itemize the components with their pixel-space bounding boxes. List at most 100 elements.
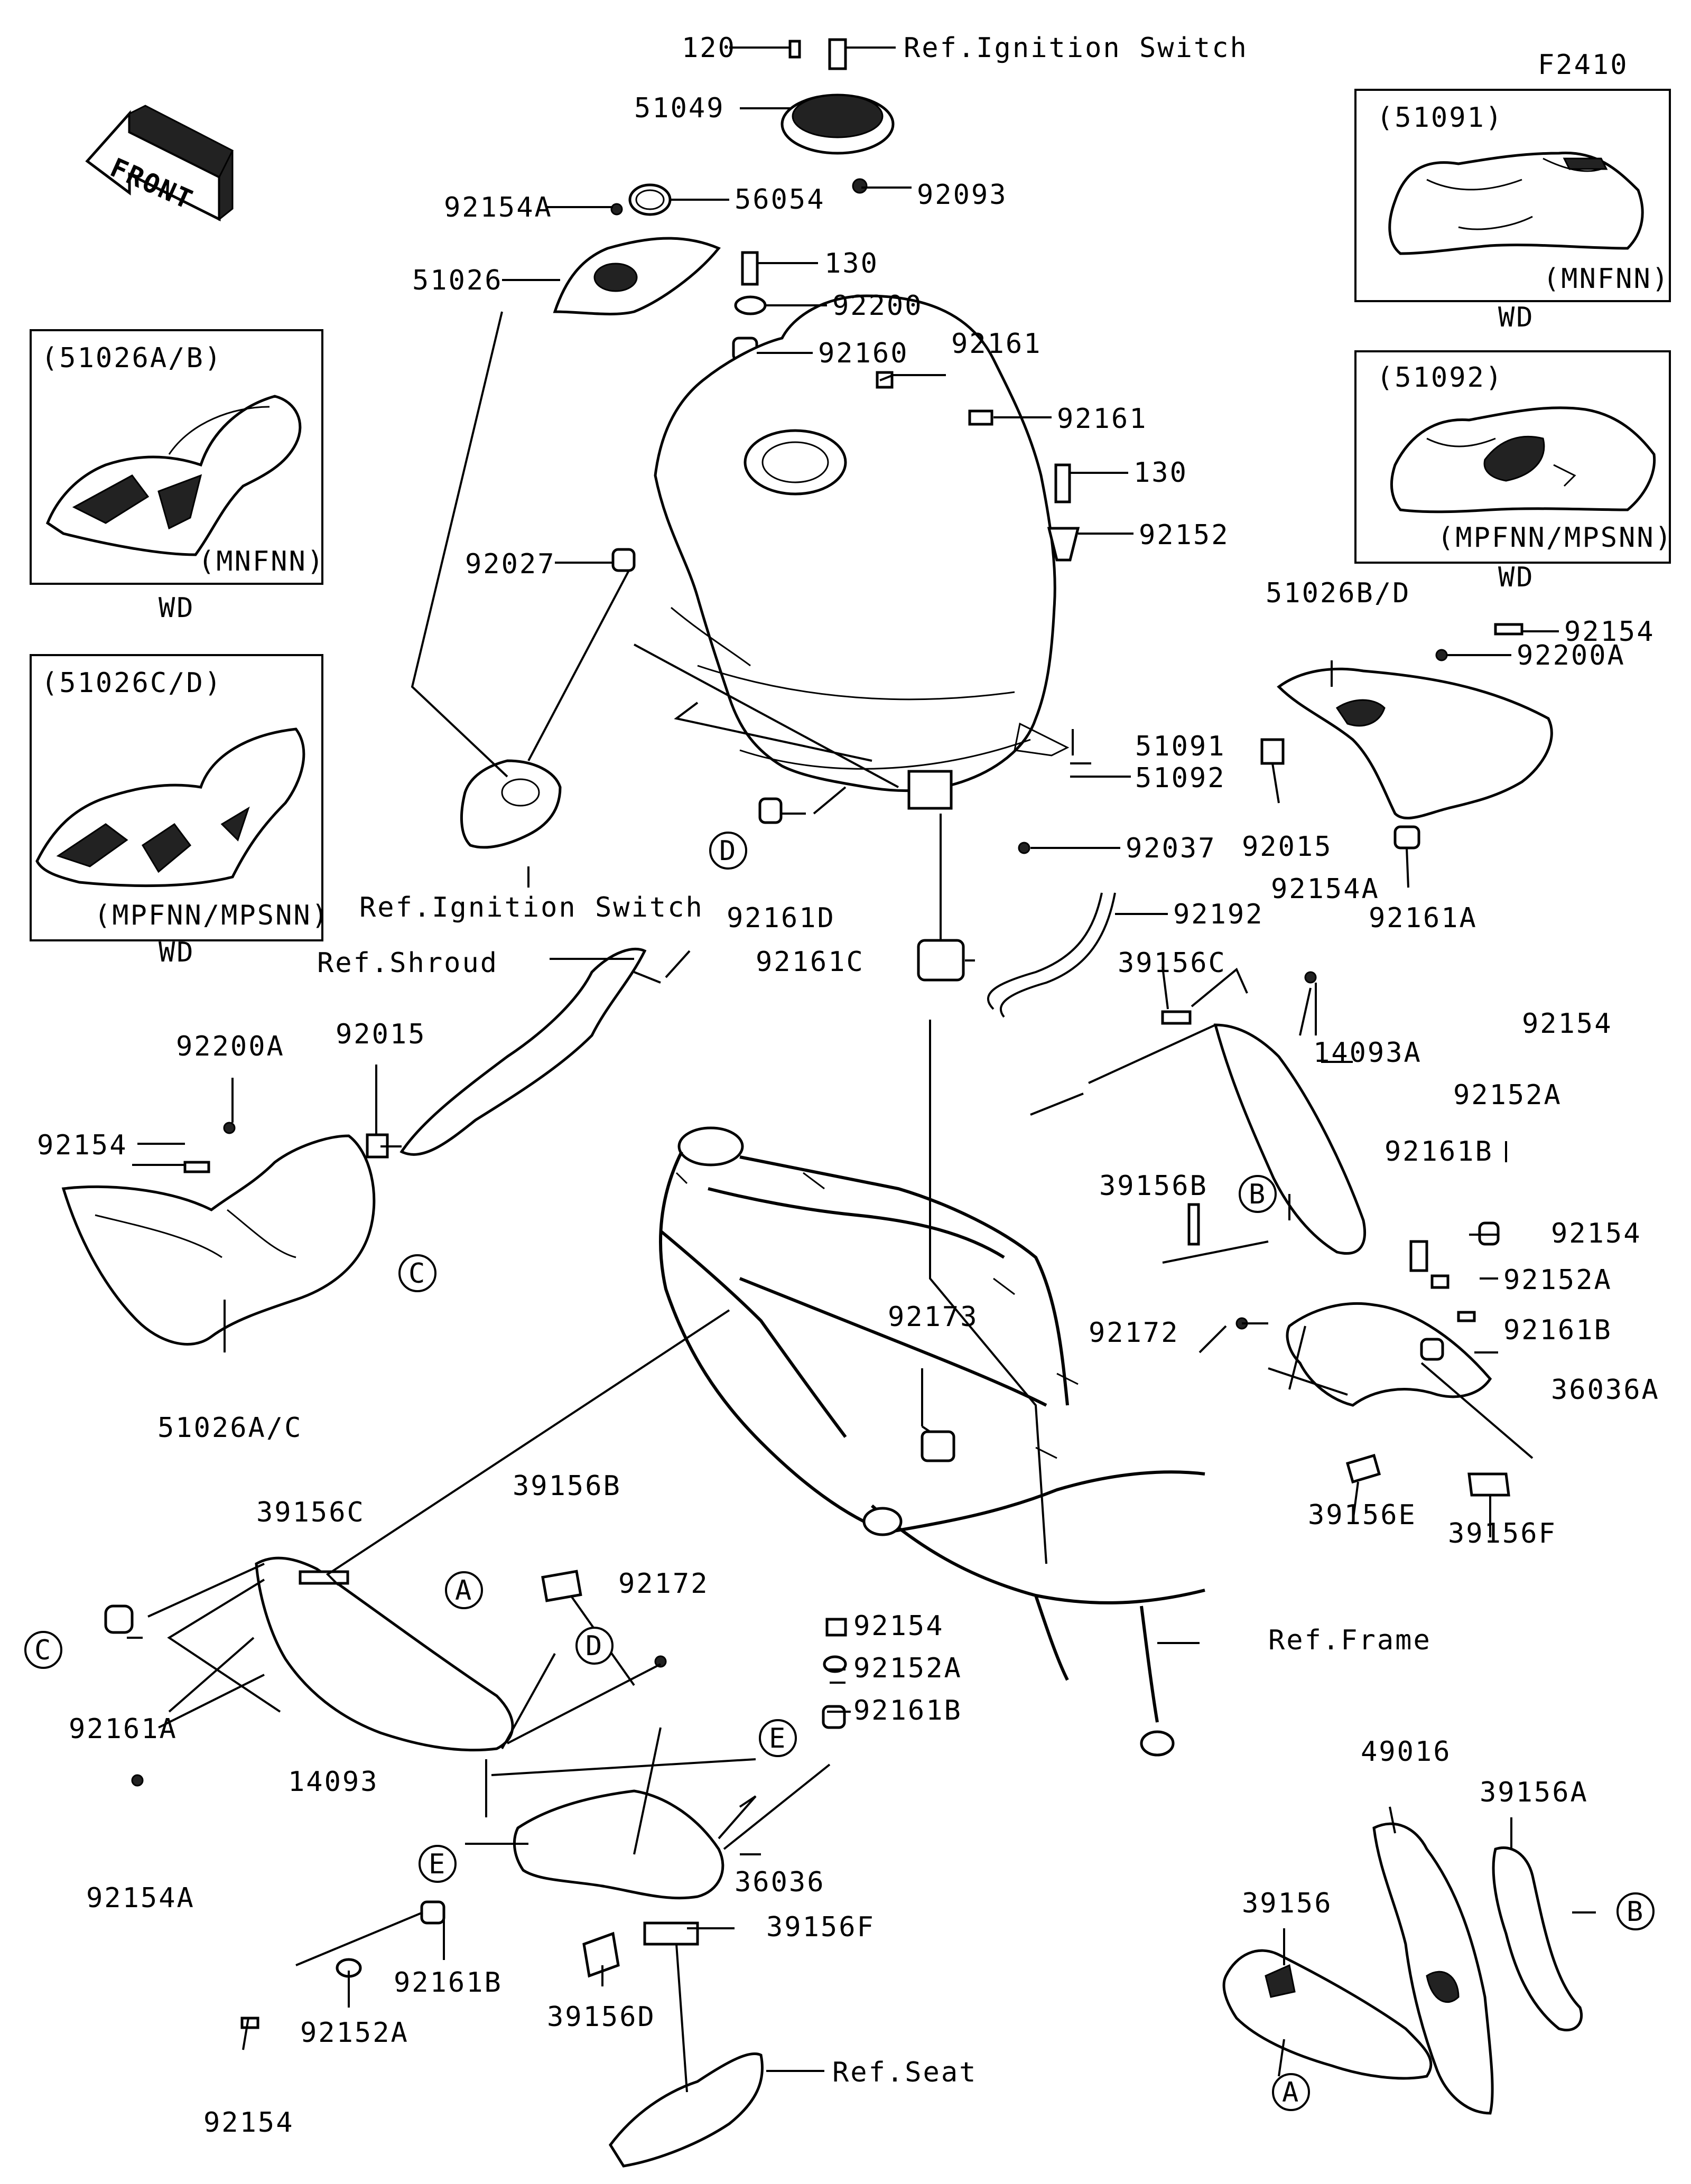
ref-label: Ref.Seat xyxy=(832,2057,977,2088)
part-label: 14093 xyxy=(288,1766,379,1798)
inset-51092: (51092) (MPFNN/MPSNN) WD xyxy=(1354,350,1673,593)
inset-code: (51026C/D) xyxy=(41,667,222,699)
callout-A: A xyxy=(1282,2077,1300,2108)
inset-variant: (MNFNN) xyxy=(1543,263,1670,295)
part-label: 92152 xyxy=(1139,519,1230,551)
part-label: 36036A xyxy=(1551,1374,1660,1406)
part-label: 92161C xyxy=(756,946,865,978)
part-label: 92154 xyxy=(203,2107,294,2139)
part-label: 39156F xyxy=(1448,1518,1557,1550)
inset-code: (51026A/B) xyxy=(41,342,222,374)
fuel-tank-assembly xyxy=(610,38,1116,1018)
part-label: 92037 xyxy=(1126,833,1216,864)
part-label: 92161B xyxy=(394,1967,503,1999)
part-label: 92093 xyxy=(917,179,1008,211)
part-label: 36036 xyxy=(735,1866,825,1898)
callout-C: C xyxy=(408,1258,426,1290)
part-label: 92152A xyxy=(300,2017,409,2049)
callout-C: C xyxy=(34,1635,52,1666)
part-label: 39156C xyxy=(1118,947,1227,979)
callout-circles: D C B A D C E E B A xyxy=(24,832,1655,2111)
part-label: 39156D xyxy=(547,2001,656,2033)
inset-51026ab: (51026A/B) (MNFNN) WD xyxy=(30,329,325,624)
part-label: 51026 xyxy=(412,265,503,296)
frame xyxy=(659,1126,1205,1757)
callout-E: E xyxy=(769,1723,787,1754)
shroud-right xyxy=(1260,623,1553,850)
inset-caption: WD xyxy=(159,592,195,624)
part-label: 92154 xyxy=(1564,616,1655,648)
part-label: 51026A/C xyxy=(157,1412,302,1444)
callout-E: E xyxy=(429,1849,447,1880)
ignition-switch-cover xyxy=(460,237,721,849)
part-label: 92027 xyxy=(465,548,556,580)
part-label: 56054 xyxy=(735,184,825,216)
part-label: 92152A xyxy=(1503,1264,1612,1296)
part-label: 39156F xyxy=(766,1911,875,1943)
shroud-left xyxy=(61,947,647,1346)
part-label: 92200A xyxy=(1517,640,1625,671)
part-label: 92161B xyxy=(1503,1314,1612,1346)
inset-code: (51092) xyxy=(1377,362,1503,394)
inset-51026cd: (51026C/D) (MPFNN/MPSNN) WD xyxy=(30,654,330,968)
part-label: 92154 xyxy=(37,1130,128,1161)
part-label: 92154 xyxy=(853,1610,944,1642)
part-label: 92161 xyxy=(951,328,1042,360)
part-label: 51026B/D xyxy=(1266,577,1410,609)
side-cover-left xyxy=(104,1556,847,2168)
part-label: 39156B xyxy=(513,1470,621,1502)
ref-label: Ref.Frame xyxy=(1268,1625,1432,1656)
part-label: 92015 xyxy=(1242,831,1333,863)
ref-label: Ref.Ignition Switch xyxy=(359,892,704,923)
part-label: 92152A xyxy=(1453,1079,1562,1111)
seat-cover-parts xyxy=(1222,1822,1583,2115)
part-label: 92172 xyxy=(1089,1317,1179,1349)
callout-B: B xyxy=(1249,1179,1267,1210)
callout-B: B xyxy=(1627,1896,1644,1928)
part-label: 92161B xyxy=(1385,1136,1493,1168)
ref-label: Ref.Ignition Switch xyxy=(904,32,1248,64)
inset-variant: (MPFNN/MPSNN) xyxy=(94,900,330,931)
part-label: 92154A xyxy=(86,1882,195,1914)
figure-code: F2410 xyxy=(1538,49,1629,81)
part-label: 92154A xyxy=(1271,873,1380,905)
part-label: 92161A xyxy=(69,1713,178,1745)
part-label: 92172 xyxy=(618,1568,709,1600)
part-label: 130 xyxy=(1133,457,1188,489)
part-label: 92173 xyxy=(888,1301,979,1333)
inset-51091: (51091) (MNFNN) WD xyxy=(1354,89,1671,333)
part-label: 92160 xyxy=(818,338,909,369)
callout-A: A xyxy=(455,1575,473,1607)
part-label: 92015 xyxy=(336,1019,426,1050)
front-direction-arrow: FRONT xyxy=(85,105,234,222)
inset-variant: (MPFNN/MPSNN) xyxy=(1437,522,1673,554)
part-label: 120 xyxy=(682,32,736,64)
part-label: 39156B xyxy=(1099,1170,1208,1202)
part-label: 92200A xyxy=(176,1031,285,1062)
callout-D: D xyxy=(586,1630,603,1662)
part-label: 92200 xyxy=(832,290,923,322)
part-label: 92152A xyxy=(853,1653,962,1684)
callout-D: D xyxy=(719,835,737,867)
ref-label: Ref.Shroud xyxy=(317,947,498,979)
inset-code: (51091) xyxy=(1377,102,1503,134)
part-label: 130 xyxy=(824,248,879,279)
inset-variant: (MNFNN) xyxy=(198,546,325,577)
part-label: 39156E xyxy=(1308,1499,1417,1531)
part-label: 51091 xyxy=(1135,731,1226,762)
part-label: 39156C xyxy=(256,1497,365,1528)
part-label: 14093A xyxy=(1313,1037,1422,1069)
part-label: 92161B xyxy=(853,1695,962,1726)
part-label: 39156A xyxy=(1480,1777,1588,1808)
inset-caption: WD xyxy=(159,937,195,968)
part-label: 92154 xyxy=(1551,1218,1642,1249)
inset-caption: WD xyxy=(1498,562,1535,593)
part-label: 39156 xyxy=(1242,1888,1333,1919)
part-label: 49016 xyxy=(1361,1736,1452,1768)
part-label: 92161 xyxy=(1057,403,1148,435)
inset-caption: WD xyxy=(1498,302,1535,333)
part-label: 92192 xyxy=(1173,899,1264,930)
part-label: 92161D xyxy=(727,902,835,934)
part-label: 92154 xyxy=(1522,1008,1613,1040)
